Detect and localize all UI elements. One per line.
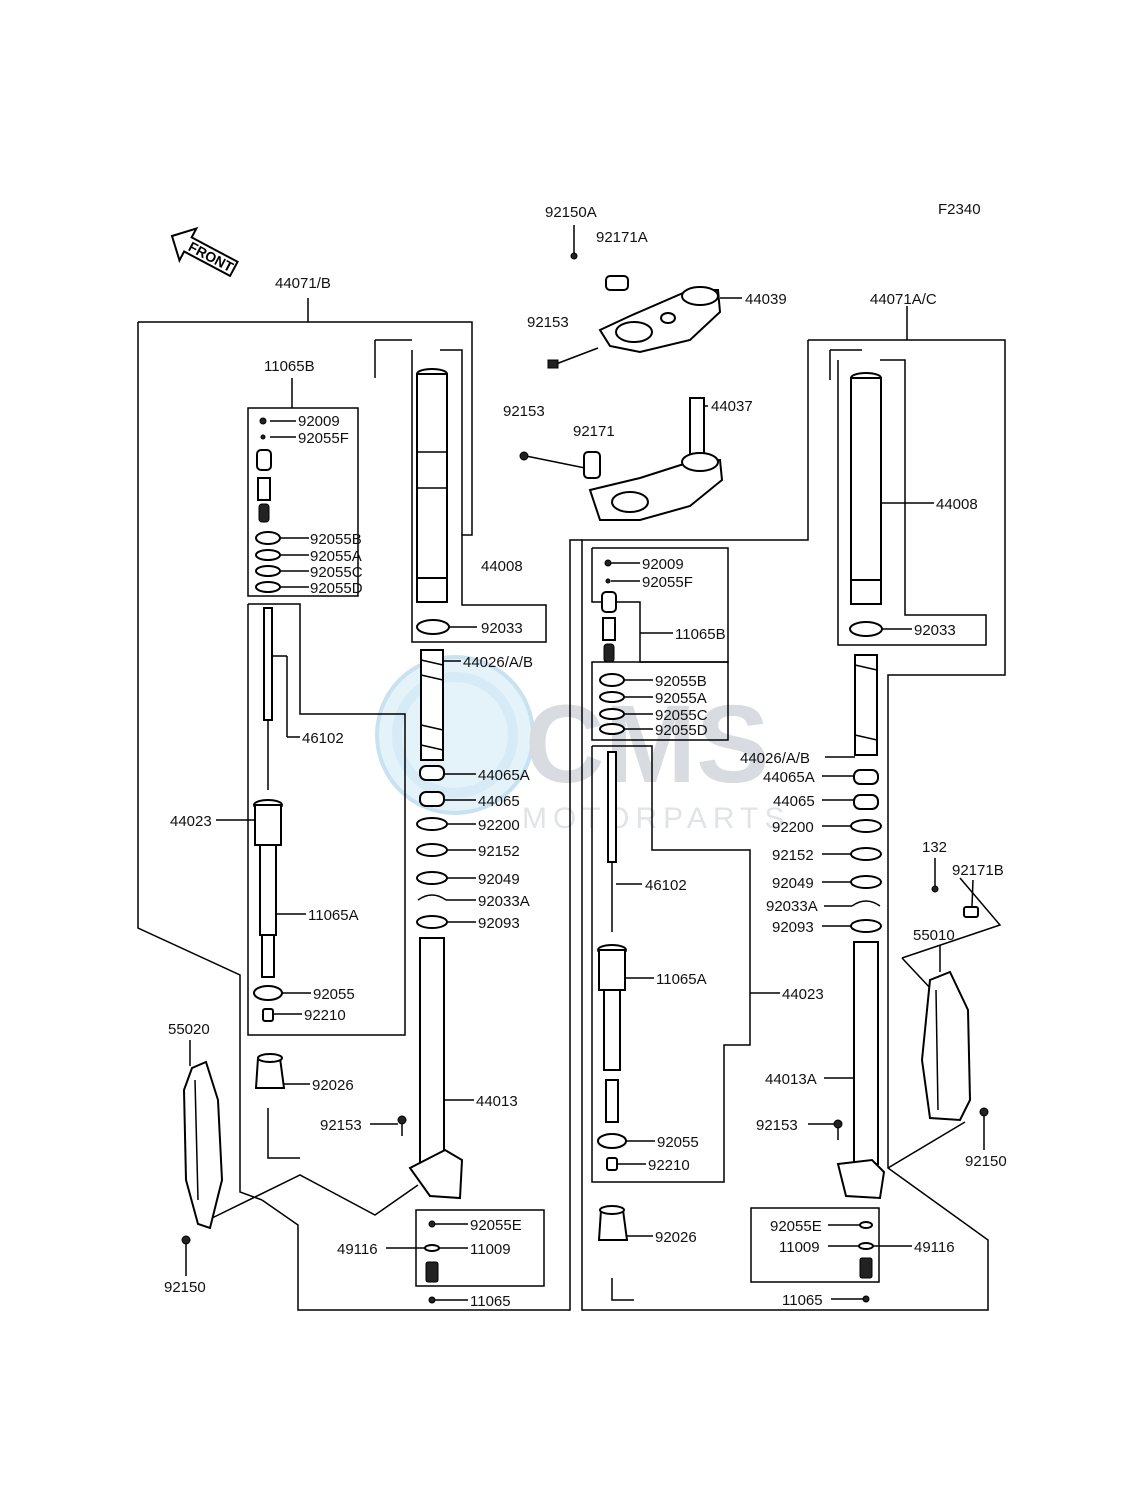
label-92171B: 92171B — [952, 862, 1004, 879]
label-92055A-right: 92055A — [655, 690, 707, 707]
label-44037: 44037 — [711, 398, 753, 415]
label-92033-right: 92033 — [914, 622, 956, 639]
part-labels: F2340 92150A 92171A 44039 92153 92153 44… — [164, 201, 1007, 1310]
label-92210-left: 92210 — [304, 1007, 346, 1024]
label-44071B: 44071/B — [275, 275, 331, 292]
label-11065B-right: 11065B — [675, 626, 726, 643]
label-92093-left: 92093 — [478, 915, 520, 932]
left-cartridge — [253, 799, 283, 978]
label-92150A: 92150A — [545, 204, 597, 221]
right-damper-valve — [601, 559, 617, 663]
label-11065A-left: 11065A — [308, 907, 359, 924]
right-outer-tube — [850, 372, 882, 605]
left-damper-valve — [256, 417, 272, 523]
label-92055B-right: 92055B — [655, 673, 707, 690]
label-92055F-left: 92055F — [298, 430, 349, 447]
label-55010: 55010 — [913, 927, 955, 944]
label-11065-left: 11065 — [470, 1293, 511, 1310]
label-92171A: 92171A — [596, 229, 648, 246]
label-92150-left: 92150 — [164, 1279, 206, 1296]
label-92152-left: 92152 — [478, 843, 520, 860]
label-92200-left: 92200 — [478, 817, 520, 834]
parts — [181, 225, 989, 1304]
label-92049-right: 92049 — [772, 875, 814, 892]
watermark-brand: CMS — [525, 683, 769, 806]
label-44065-left: 44065 — [478, 793, 520, 810]
label-92153-top: 92153 — [527, 314, 569, 331]
label-92026-left: 92026 — [312, 1077, 354, 1094]
front-arrow-icon: FRONT — [170, 226, 239, 278]
label-92210-right: 92210 — [648, 1157, 690, 1174]
label-92055E-left: 92055E — [470, 1217, 522, 1234]
label-92033A-right: 92033A — [766, 898, 818, 915]
label-92055F-right: 92055F — [642, 574, 693, 591]
label-92055A-left: 92055A — [310, 548, 362, 565]
label-92152-right: 92152 — [772, 847, 814, 864]
label-92055-right: 92055 — [657, 1134, 699, 1151]
label-44008-right: 44008 — [936, 496, 978, 513]
left-spring — [420, 649, 444, 761]
label-44065-right: 44065 — [773, 793, 815, 810]
label-11009-right: 11009 — [779, 1239, 820, 1256]
label-11009-left: 11009 — [470, 1241, 511, 1258]
label-92093-right: 92093 — [772, 919, 814, 936]
label-44023-right: 44023 — [782, 986, 824, 1003]
right-inner-tube — [836, 941, 886, 1200]
stem-bracket-44037 — [583, 397, 724, 521]
label-92055C-right: 92055C — [655, 707, 708, 724]
label-11065B-left: 11065B — [264, 358, 315, 375]
label-44039: 44039 — [745, 291, 787, 308]
right-spring — [854, 654, 878, 756]
label-46102-right: 46102 — [645, 877, 687, 894]
label-92200-right: 92200 — [772, 819, 814, 836]
label-92055D-right: 92055D — [655, 722, 708, 739]
label-49116-left: 49116 — [337, 1241, 378, 1258]
label-92055E-right: 92055E — [770, 1218, 822, 1235]
right-cartridge — [597, 944, 627, 1123]
leader-lines — [185, 297, 985, 1301]
label-92009-left: 92009 — [298, 413, 340, 430]
label-44065A-right: 44065A — [763, 769, 815, 786]
label-44026-right: 44026/A/B — [740, 750, 810, 767]
label-132: 132 — [922, 839, 947, 856]
label-11065-right: 11065 — [782, 1292, 823, 1309]
label-46102-left: 46102 — [302, 730, 344, 747]
label-49116-right: 49116 — [914, 1239, 955, 1256]
label-92055-left: 92055 — [313, 986, 355, 1003]
label-92153-left: 92153 — [320, 1117, 362, 1134]
label-44023-left: 44023 — [170, 813, 212, 830]
label-92055C-left: 92055C — [310, 564, 363, 581]
upper-clamp-44039 — [598, 275, 722, 354]
right-fork-guard — [920, 970, 972, 1122]
label-44071AC: 44071A/C — [870, 291, 937, 308]
label-55020: 55020 — [168, 1021, 210, 1038]
group-outlines — [137, 298, 1006, 1311]
label-44026-left: 44026/A/B — [463, 654, 533, 671]
label-92055B-left: 92055B — [310, 531, 362, 548]
label-92009-right: 92009 — [642, 556, 684, 573]
left-outer-tube — [416, 368, 448, 603]
watermark-sub: MOTORPARTS — [522, 802, 790, 835]
label-92033A-left: 92033A — [478, 893, 530, 910]
label-44008-left: 44008 — [481, 558, 523, 575]
label-11065A-right: 11065A — [656, 971, 707, 988]
label-92171: 92171 — [573, 423, 615, 440]
label-44013A: 44013A — [765, 1071, 817, 1088]
label-44013: 44013 — [476, 1093, 518, 1110]
left-fork-guard — [182, 1060, 224, 1230]
label-92153-mid: 92153 — [503, 403, 545, 420]
label-92055D-left: 92055D — [310, 580, 363, 597]
figure-code: F2340 — [938, 201, 981, 218]
label-44065A-left: 44065A — [478, 767, 530, 784]
label-92049-left: 92049 — [478, 871, 520, 888]
label-92150-right: 92150 — [965, 1153, 1007, 1170]
left-inner-tube — [408, 937, 464, 1200]
label-92033-left: 92033 — [481, 620, 523, 637]
label-92026-right: 92026 — [655, 1229, 697, 1246]
label-92153-right: 92153 — [756, 1117, 798, 1134]
